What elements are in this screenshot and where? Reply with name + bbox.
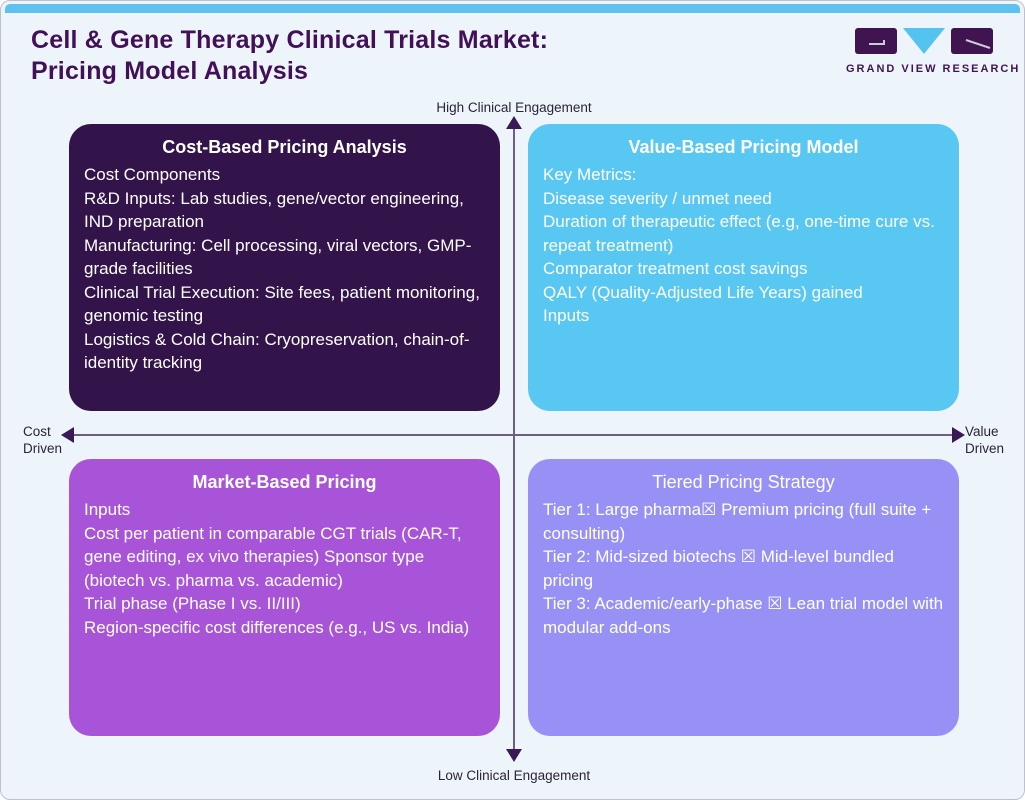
horizontal-axis-line [67, 434, 959, 436]
grand-view-research-logo: GRAND VIEW RESEARCH [846, 28, 1021, 75]
axis-label-value-driven: Value Driven [965, 424, 1005, 456]
page-title-line1: Cell & Gene Therapy Clinical Trials Mark… [31, 26, 549, 54]
quadrant-cost-based-pricing: Cost-Based Pricing Analysis Cost Compone… [69, 124, 500, 411]
quadrant-line: Inputs [84, 500, 131, 519]
quadrant-line: Tier 3: Academic/early-phase ☒ Lean tria… [543, 594, 944, 637]
axis-arrow-down-icon [506, 749, 522, 762]
quadrant-title: Tiered Pricing Strategy [652, 472, 835, 492]
axis-label-cost-driven: Cost Driven [23, 424, 63, 456]
vertical-axis-line [513, 122, 515, 756]
quadrant-line: Duration of therapeutic effect (e.g, one… [543, 212, 935, 255]
quadrant-title: Cost-Based Pricing Analysis [162, 137, 407, 157]
quadrant-body: Tier 1: Large pharma☒ Premium pricing (f… [543, 498, 944, 639]
axis-arrow-right-icon [952, 427, 965, 443]
gvr-logo-icon [855, 28, 993, 54]
gvr-logo-text: GRAND VIEW RESEARCH [846, 63, 1021, 75]
quadrant-title: Value-Based Pricing Model [628, 137, 859, 157]
quadrant-line: Cost Components [84, 165, 221, 184]
quadrant-line: Key Metrics: [543, 165, 637, 184]
axis-label-low-engagement: Low Clinical Engagement [437, 768, 591, 783]
quadrant-line: Manufacturing: Cell processing, viral ve… [84, 235, 472, 279]
quadrant-line: Tier 2: Mid-sized biotechs ☒ Mid-level b… [543, 547, 894, 590]
quadrant-line: Clinical Trial Execution: Site fees, pat… [84, 282, 480, 326]
quadrant-line: QALY (Quality-Adjusted Life Years) gaine… [543, 282, 863, 302]
quadrant-line: Trial phase (Phase I vs. II/III) [84, 594, 301, 613]
quadrant-tiered-pricing-strategy: Tiered Pricing Strategy Tier 1: Large ph… [528, 459, 959, 736]
top-accent-bar [5, 4, 1020, 13]
quadrant-line: Cost per patient in comparable CGT trial… [84, 523, 462, 590]
quadrant-title: Market-Based Pricing [192, 472, 377, 492]
quadrant-line: R&D Inputs: Lab studies, gene/vector eng… [84, 188, 464, 232]
quadrant-value-based-pricing: Value-Based Pricing Model Key Metrics: Di… [528, 124, 959, 411]
page-title-line2: Pricing Model Analysis [31, 57, 309, 85]
quadrant-body: Key Metrics: Disease severity / unmet nee… [543, 163, 944, 328]
axis-arrow-up-icon [506, 116, 522, 129]
quadrant-line: Region-specific cost differences (e.g., … [84, 617, 470, 637]
page-title: Cell & Gene Therapy Clinical Trials Mark… [31, 25, 731, 87]
axis-label-high-engagement: High Clinical Engagement [436, 100, 592, 115]
quadrant-line: Disease severity / unmet need [543, 188, 772, 208]
quadrant-line: Inputs [543, 306, 590, 325]
quadrant-line: Tier 1: Large pharma☒ Premium pricing (f… [543, 500, 932, 543]
axis-arrow-left-icon [61, 427, 74, 443]
quadrant-line: Comparator treatment cost savings [543, 259, 808, 278]
quadrant-line: Logistics & Cold Chain: Cryopreservation… [84, 329, 470, 373]
